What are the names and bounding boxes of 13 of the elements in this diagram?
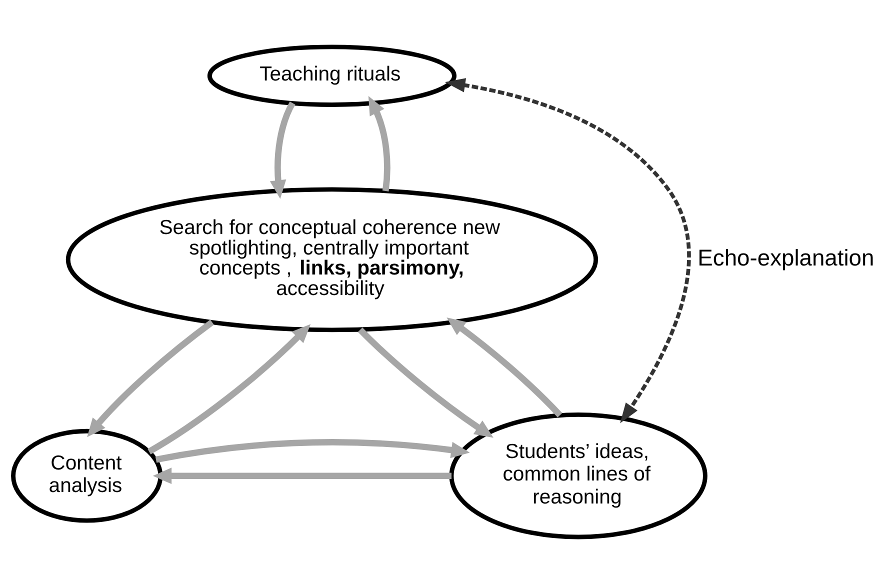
node-ellipse: Search for conceptual coherence new spotlighting, centrally important concepts , links, parsimony, accessibility (66, 186, 598, 332)
arrow (368, 96, 390, 191)
edge-label: Echo-explanation (698, 244, 874, 270)
node-ellipse: Teaching rituals (207, 44, 457, 106)
arrow (358, 326, 494, 438)
arrow (148, 324, 311, 454)
arrow (446, 316, 562, 417)
arrow (270, 101, 296, 198)
arrow (152, 467, 452, 484)
arrow (87, 319, 214, 437)
arrow (155, 438, 470, 462)
arrow (444, 78, 691, 423)
node-ellipse: Content analysis (11, 428, 163, 522)
